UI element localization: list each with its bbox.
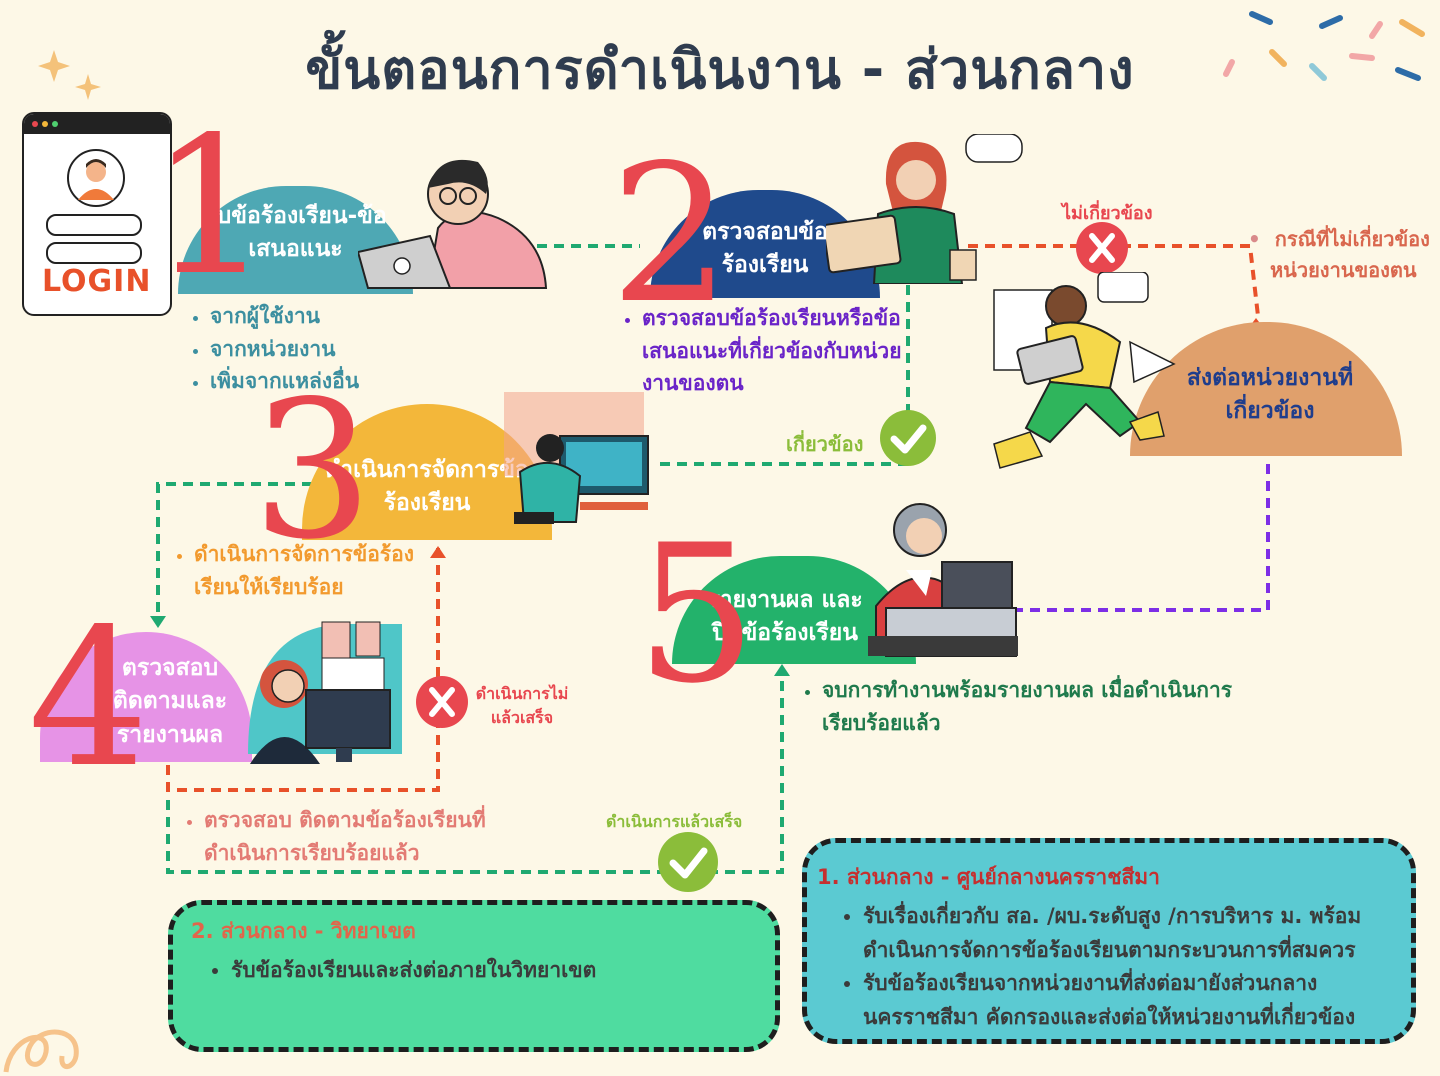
step1-number: 1 <box>150 96 271 317</box>
related-label: เกี่ยวข้อง <box>786 432 864 456</box>
info-box-campus-bullet: รับข้อร้องเรียนและส่งต่อภายในวิทยาเขต <box>231 954 757 988</box>
step1-bullets: จากผู้ใช้งาน จากหน่วยงาน เพิ่มจากแหล่งอื… <box>186 300 426 398</box>
not-done-cross-icon <box>416 676 468 728</box>
step5-bullets: จบการทำงานพร้อมรายงานผล เมื่อดำเนินการเร… <box>798 674 1268 739</box>
step2-label: ตรวจสอบข้อร้องเรียน <box>702 219 828 279</box>
user-avatar-icon <box>67 149 125 207</box>
runner-illustration <box>993 272 1176 469</box>
login-window: LOGIN <box>22 112 172 316</box>
confetti-decoration <box>1223 11 1425 81</box>
login-label: LOGIN <box>42 264 152 299</box>
login-field-username <box>46 214 142 236</box>
info-box-central-bullet: รับข้อร้องเรียนจากหน่วยงานที่ส่งต่อมายัง… <box>863 967 1401 1034</box>
info-box-campus-title: 2. ส่วนกลาง - วิทยาเขต <box>191 919 416 943</box>
step5-number: 5 <box>636 504 757 725</box>
elderly-computer-illustration <box>868 503 1018 657</box>
step5-label: รายงานผล และปิดข้อร้องเรียน <box>707 587 863 647</box>
info-box-campus: 2. ส่วนกลาง - วิทยาเขต รับข้อร้องเรียนแล… <box>168 900 780 1052</box>
step4-bullets: ตรวจสอบ ติดตามข้อร้องเรียนที่ดำเนินการเร… <box>180 804 520 869</box>
related-check-icon <box>880 410 936 466</box>
done-label: ดำเนินการแล้วเสร็จ <box>606 812 743 831</box>
step2-bullet: ตรวจสอบข้อร้องเรียนหรือข้อเสนอแนะที่เกี่… <box>642 302 928 400</box>
info-box-central: 1. ส่วนกลาง - ศูนย์กลางนครราชสีมา รับเรื… <box>802 838 1416 1044</box>
step3-bullet: ดำเนินการจัดการข้อร้องเรียนให้เรียบร้อย <box>194 538 440 603</box>
step3-label: ดำเนินการจัดการข้อร้องเรียน <box>325 457 529 517</box>
step5-bullet: จบการทำงานพร้อมรายงานผล เมื่อดำเนินการเร… <box>822 674 1268 739</box>
page-title: ขั้นตอนการดำเนินงาน - ส่วนกลาง <box>305 38 1135 101</box>
forward-note-text: กรณีที่ไม่เกี่ยวข้องหน่วยงานของตน <box>1270 227 1430 282</box>
swirl-decoration <box>3 1029 79 1073</box>
forward-note: • กรณีที่ไม่เกี่ยวข้องหน่วยงานของตน <box>1248 227 1430 282</box>
done-check-icon <box>658 832 718 892</box>
person-laptop-illustration <box>358 159 548 289</box>
step1-bullet: จากผู้ใช้งาน <box>210 300 426 333</box>
step4-number: 4 <box>28 588 149 809</box>
not-done-label: ดำเนินการไม่แล้วเสร็จ <box>475 684 569 727</box>
step4-bullet: ตรวจสอบ ติดตามข้อร้องเรียนที่ดำเนินการเร… <box>204 804 520 869</box>
step3-number: 3 <box>252 360 373 581</box>
step2-number: 2 <box>610 124 731 345</box>
not-related-label: ไม่เกี่ยวข้อง <box>1062 203 1153 224</box>
forward-label: ส่งต่อหน่วยงานที่เกี่ยวข้อง <box>1186 365 1354 425</box>
woman-tablet-illustration <box>826 134 1023 284</box>
office-desk-illustration <box>504 392 649 524</box>
step3-bullets: ดำเนินการจัดการข้อร้องเรียนให้เรียบร้อย <box>170 538 440 603</box>
step1-bullet: เพิ่มจากแหล่งอื่น <box>210 365 426 398</box>
info-box-central-bullet: รับเรื่องเกี่ยวกับ สอ. /ผบ.ระดับสูง /การ… <box>863 900 1401 967</box>
step4-label: ตรวจสอบติดตามและรายงานผล <box>112 655 228 748</box>
step2-bullets: ตรวจสอบข้อร้องเรียนหรือข้อเสนอแนะที่เกี่… <box>618 302 928 400</box>
step1-label: รับข้อร้องเรียน-ข้อเสนอแนะ <box>204 203 387 263</box>
woman-phone-illustration <box>248 621 402 764</box>
not-related-cross-icon <box>1076 222 1128 274</box>
info-box-central-title: 1. ส่วนกลาง - ศูนย์กลางนครราชสีมา <box>817 865 1160 889</box>
window-titlebar <box>24 114 170 134</box>
step1-bullet: จากหน่วยงาน <box>210 333 426 366</box>
login-field-password <box>46 242 142 264</box>
sparkle-decoration <box>38 50 101 100</box>
